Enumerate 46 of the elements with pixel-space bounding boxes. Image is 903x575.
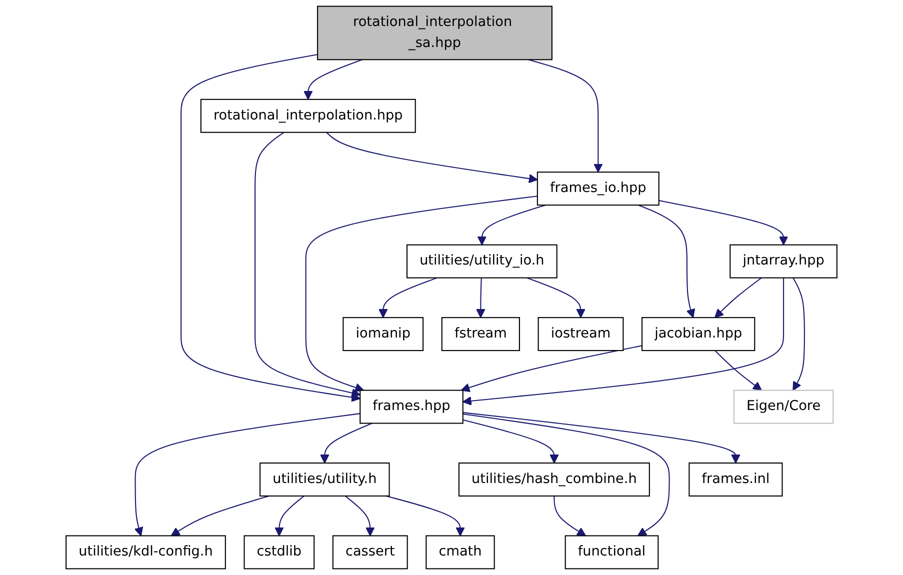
node-box: cassert [332, 535, 408, 570]
node-box: cstdlib [244, 535, 315, 570]
arrow [554, 496, 586, 536]
arrow [526, 277, 586, 318]
arrow [462, 278, 784, 406]
arrow [320, 422, 372, 464]
arrow [170, 496, 270, 536]
node-box: iomanip [342, 317, 424, 352]
node-box: jntarray.hpp [730, 244, 838, 278]
node-box: frames.hpp [360, 390, 464, 424]
node-box: frames.inl [688, 462, 783, 497]
arrow [378, 277, 438, 318]
node-box: utilities/utility_io.h [406, 244, 558, 278]
arrow [180, 54, 361, 402]
arrow [462, 419, 559, 464]
node-box: frames_io.hpp [536, 172, 660, 206]
arrow [134, 413, 360, 536]
arrow [344, 496, 375, 536]
arrow [305, 196, 538, 392]
arrow [304, 59, 362, 100]
arrow [274, 496, 304, 536]
node-box: rotational_interpolation.hpp [200, 98, 416, 133]
node-box: jacobian.hpp [642, 317, 756, 352]
node-box: rotational_interpolation _sa.hpp [317, 6, 552, 60]
node-box: Eigen/Core [733, 390, 834, 424]
arrow [460, 345, 642, 392]
node-box: cmath [426, 535, 495, 570]
node-box: fstream [441, 317, 520, 352]
arrow [477, 204, 546, 246]
node-box: iostream [538, 317, 624, 352]
node-box: utilities/hash_combine.h [458, 462, 650, 497]
arrow [528, 59, 603, 173]
arrow [792, 278, 805, 391]
arrow [386, 496, 465, 536]
arrow [714, 277, 762, 318]
arrow [714, 350, 762, 391]
node-box: utilities/kdl-config.h [66, 535, 226, 570]
arrow [462, 414, 670, 536]
node-box: functional [564, 535, 659, 570]
node-box: utilities/utility.h [260, 462, 390, 497]
arrow [638, 204, 696, 318]
arrow [326, 132, 538, 184]
arrow [254, 132, 361, 398]
arrow [462, 412, 740, 464]
arrow [476, 278, 486, 318]
arrow [658, 200, 788, 246]
